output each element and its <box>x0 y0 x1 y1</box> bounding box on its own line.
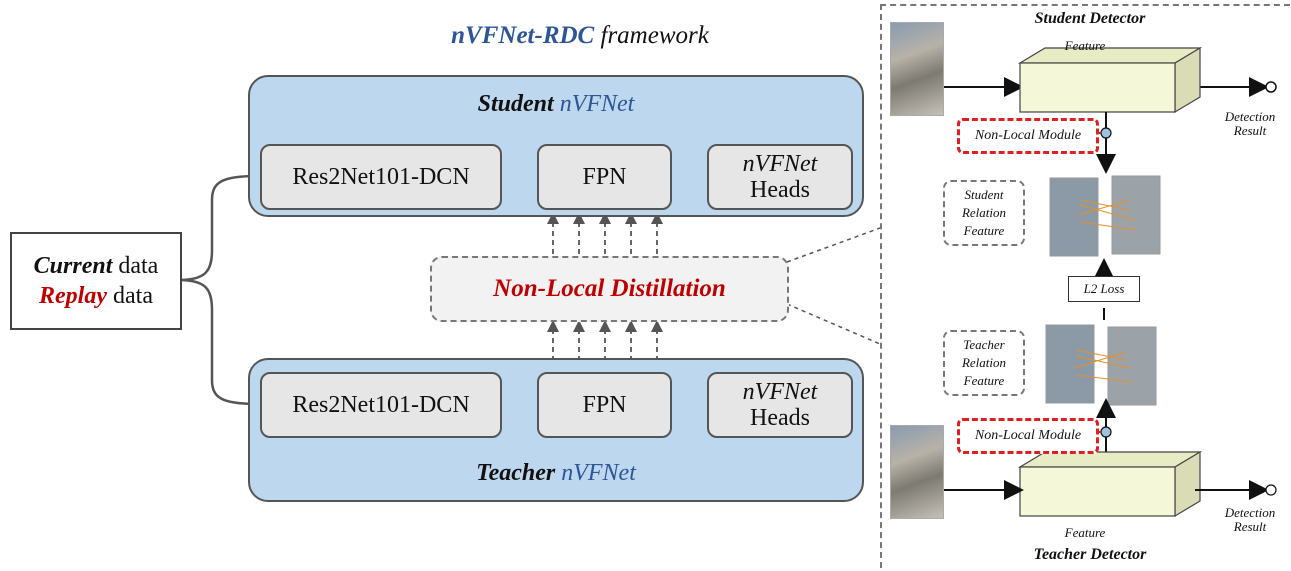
non-local-distillation-box: Non-Local Distillation <box>430 256 789 322</box>
teacher-heads-line2: Heads <box>750 405 810 431</box>
teacher-feature-label: Feature <box>1064 525 1106 540</box>
teacher-fpn-node: FPN <box>537 372 672 438</box>
replay-data-label: Replay data <box>39 283 153 309</box>
figure-title: nVFNet-RDC framework <box>330 22 830 50</box>
student-detector-label: Student Detector <box>1034 10 1146 27</box>
teacher-title: Teacher nVFNet <box>476 460 636 486</box>
student-heads-line2: Heads <box>750 177 810 203</box>
teacher-heads-node: nVFNet Heads <box>707 372 853 438</box>
detector-detail-panel <box>880 4 1290 568</box>
student-fpn-node: FPN <box>537 144 672 210</box>
teacher-heads-line1: nVFNet <box>742 379 818 405</box>
l2-loss-box: L2 Loss <box>1068 276 1140 302</box>
data-input-box: Current data Replay data <box>10 232 182 330</box>
teacher-non-local-module: Non-Local Module <box>957 418 1099 454</box>
student-non-local-module: Non-Local Module <box>957 118 1099 154</box>
title-bold: nVFNet-RDC <box>451 22 595 49</box>
student-input-image <box>890 22 944 116</box>
teacher-input-image <box>890 425 944 519</box>
student-feature-label: Feature <box>1064 38 1106 53</box>
student-heads-line1: nVFNet <box>742 151 818 177</box>
title-rest: framework <box>600 22 709 49</box>
student-title: Student nVFNet <box>477 91 635 117</box>
student-backbone-node: Res2Net101-DCN <box>260 144 502 210</box>
teacher-detector-label: Teacher Detector <box>1033 546 1147 563</box>
current-data-label: Current data <box>33 253 159 279</box>
right-panel-graphics <box>940 46 1277 518</box>
student-heads-node: nVFNet Heads <box>707 144 853 210</box>
teacher-backbone-node: Res2Net101-DCN <box>260 372 502 438</box>
